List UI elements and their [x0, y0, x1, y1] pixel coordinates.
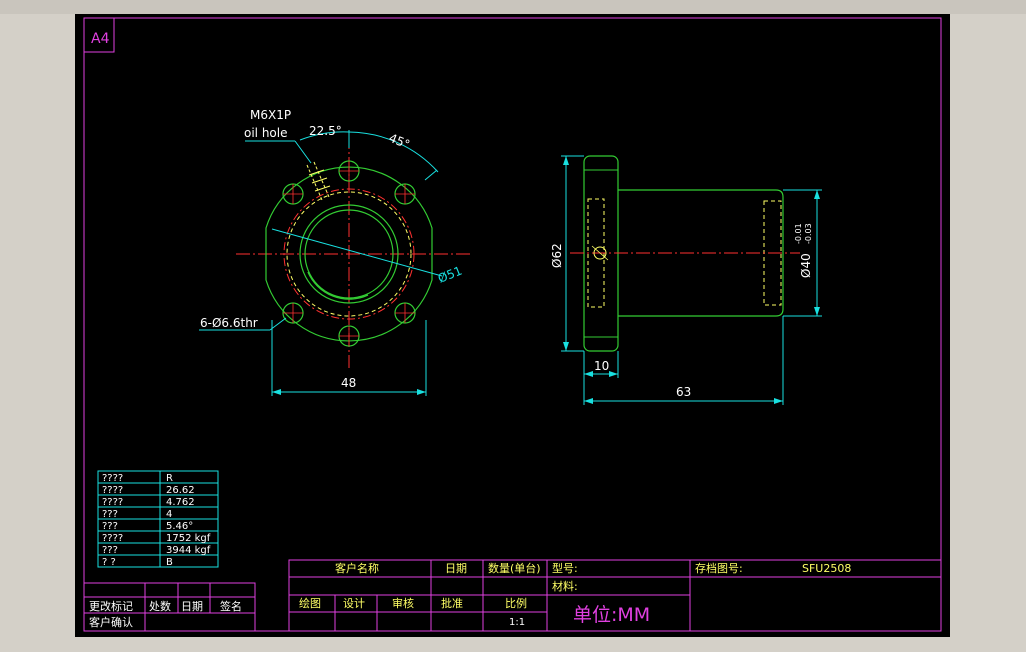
param-row-value: 3944 kgf [166, 545, 211, 556]
tb-scale-value: 1:1 [509, 617, 525, 628]
oil-hole-symbol [306, 161, 331, 201]
tb-material-label: 材料: [552, 579, 578, 593]
angle-arc-small [299, 131, 350, 141]
param-row-label: ???? [102, 485, 123, 496]
title-block: 客户名称 日期 数量(单台) 型号: 存档图号: SFU2508 材料: 绘图 … [288, 559, 942, 632]
bolt-holes-note: 6-Ø6.6thr [200, 316, 258, 330]
body-tol-upper: -0.01 [794, 223, 803, 244]
tb-scale-label: 比例 [505, 596, 527, 610]
rev-sign: 签名 [220, 599, 242, 613]
tb-approve: 批准 [441, 596, 463, 610]
param-row-label: ??? [102, 545, 118, 556]
overall-length: 63 [676, 385, 691, 399]
rev-date: 日期 [181, 600, 203, 613]
oil-hole-label: oil hole [244, 126, 288, 140]
param-row-label: ??? [102, 521, 118, 532]
tb-drawing-no-value: SFU2508 [802, 562, 851, 575]
tb-review: 审核 [392, 596, 414, 610]
body-side [618, 189, 784, 317]
tb-drawn: 绘图 [299, 596, 321, 610]
flange-outline [265, 166, 433, 342]
parameter-table: ???? R???? 26.62???? 4.762??? 4??? 5.46°???? 1… [97, 470, 219, 568]
param-row-label: ???? [102, 497, 123, 508]
width-dimension: 48 [341, 376, 356, 390]
param-row-value: 4 [166, 509, 172, 520]
model-space [75, 14, 950, 637]
flange-diameter: Ø62 [550, 243, 564, 268]
rev-customer-confirm: 客户确认 [89, 615, 133, 629]
bore-inner [304, 209, 394, 299]
oil-hole-thread: M6X1P [250, 108, 291, 122]
tb-quantity: 数量(单台) [488, 561, 541, 575]
rev-change-mark: 更改标记 [89, 599, 133, 613]
tb-design: 设计 [343, 597, 365, 610]
param-row-value: 26.62 [166, 485, 195, 496]
param-row-label: ??? [102, 509, 118, 520]
angle-22-5: 22.5° [309, 124, 342, 138]
body-hidden-circle [286, 191, 412, 317]
rev-location: 处数 [149, 600, 171, 613]
side-view: Ø62 Ø40 -0.01 -0.03 10 63 [550, 155, 822, 405]
param-row-label: ???? [102, 473, 123, 484]
param-row-value: 5.46° [166, 521, 193, 532]
param-row-value: 4.762 [166, 497, 195, 508]
param-row-label: ? ? [102, 557, 116, 568]
paper-size-label: A4 [91, 31, 110, 47]
bolt-circle [283, 188, 415, 320]
tb-date: 日期 [445, 562, 467, 575]
thread-arc [307, 271, 369, 300]
bolt-circle-leader [271, 228, 443, 277]
revision-block: 更改标记 处数 日期 签名 客户确认 [83, 582, 256, 632]
bore-outer [299, 204, 399, 304]
body-tol-lower: -0.03 [804, 223, 813, 244]
window-top-strip [0, 0, 1026, 14]
body-diameter: Ø40 [799, 253, 813, 278]
tb-drawing-no-label: 存档图号: [695, 561, 743, 575]
front-view: Ø51 M6X1P oil hole 22.5° 45° 6-Ø6.6thr 4… [199, 108, 470, 396]
tb-unit: 单位:MM [573, 604, 650, 626]
flange-thickness: 10 [594, 359, 609, 373]
paper-size-box [83, 17, 115, 53]
tb-customer-name: 客户名称 [335, 561, 379, 575]
param-row-value: B [166, 557, 173, 568]
param-row-value: 1752 kgf [166, 533, 211, 544]
angle-arc-large [348, 131, 439, 173]
param-row-value: R [166, 473, 173, 484]
param-row-label: ???? [102, 533, 123, 544]
tb-model-label: 型号: [552, 561, 578, 575]
